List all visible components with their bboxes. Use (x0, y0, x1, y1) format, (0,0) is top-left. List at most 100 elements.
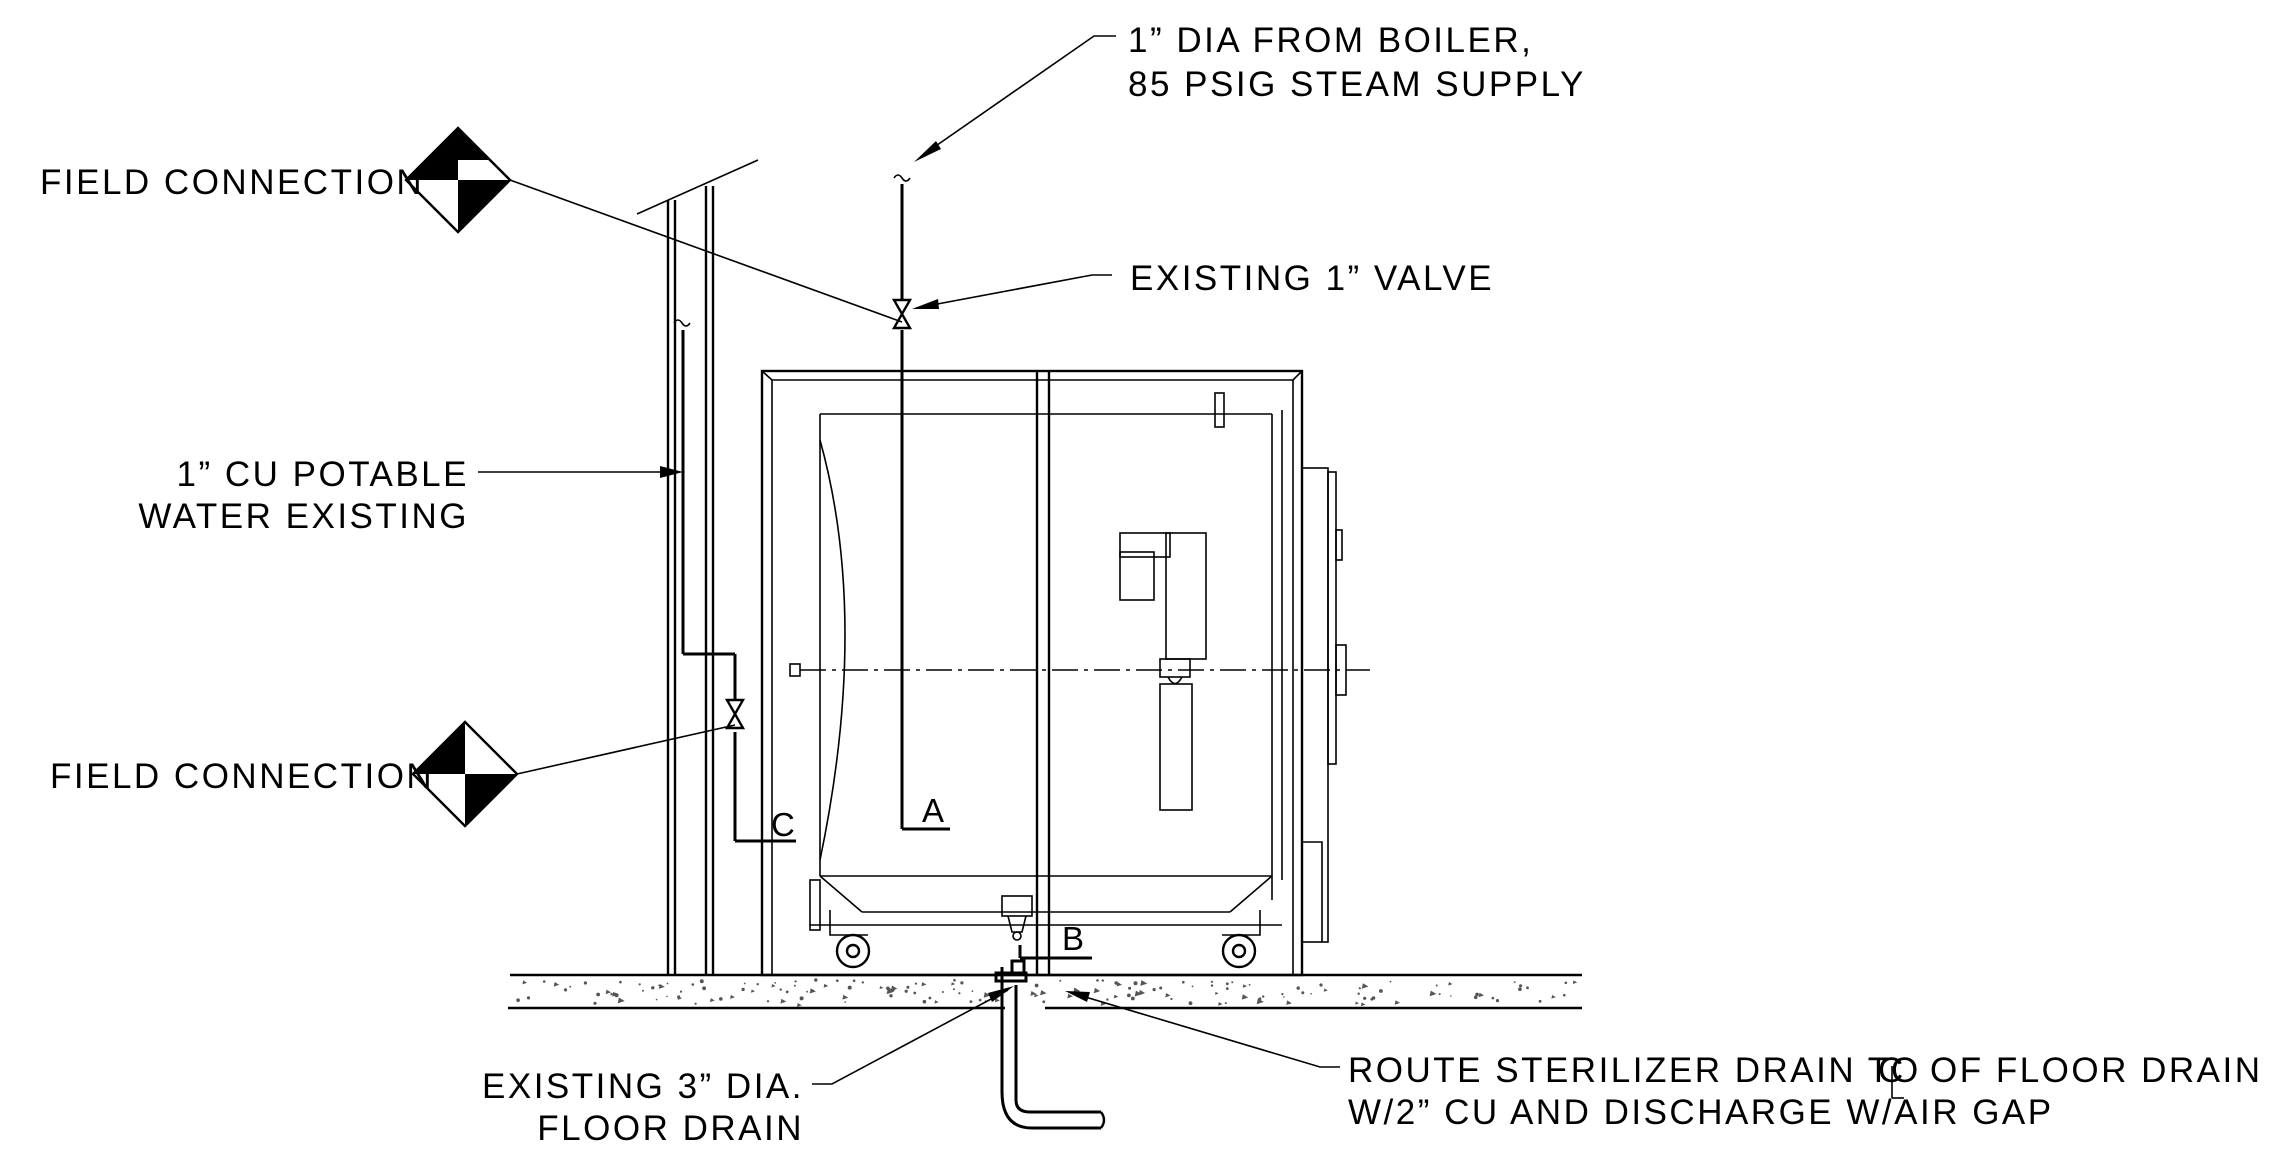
concrete-speckle (913, 991, 917, 995)
concrete-speckle (1526, 986, 1529, 990)
concrete-speckle (569, 985, 572, 988)
concrete-speckle (1042, 1000, 1046, 1004)
concrete-speckle (1310, 992, 1312, 995)
concrete-speckle (953, 978, 956, 982)
floor-slab (508, 973, 1582, 1010)
concrete-speckle (922, 999, 927, 1004)
concrete-speckle (1224, 1002, 1227, 1005)
concrete-speckle (1210, 980, 1213, 983)
concrete-speckle (691, 983, 695, 986)
concrete-speckle (1478, 992, 1484, 998)
concrete-speckle (730, 994, 735, 999)
existing-valve-label: EXISTING 1” VALVE (1130, 259, 1494, 298)
concrete-speckle (844, 1001, 846, 1003)
concrete-speckle (677, 996, 682, 1000)
concrete-speckle (1225, 987, 1229, 990)
concrete-speckle (861, 981, 864, 984)
concrete-speckle (891, 987, 895, 992)
concrete-speckle (1360, 1002, 1366, 1007)
concrete-speckle (1450, 995, 1452, 997)
concrete-speckle (1323, 988, 1328, 992)
concrete-speckle (1564, 981, 1568, 985)
concrete-speckle (666, 982, 669, 985)
connection-c-tag: C (771, 806, 795, 843)
concrete-speckle (666, 995, 668, 998)
concrete-speckle (1248, 983, 1251, 986)
concrete-speckle (889, 994, 893, 998)
concrete-speckle (522, 980, 528, 985)
concrete-speckle (1256, 998, 1264, 1005)
concrete-speckle (1218, 1002, 1223, 1006)
concrete-speckle (928, 996, 932, 1000)
concrete-speckle (914, 982, 918, 985)
gate-valve-icon (891, 298, 913, 330)
concrete-speckle (1165, 992, 1171, 998)
gate-valve-icon (724, 698, 746, 730)
concrete-speckle (702, 986, 706, 991)
concrete-speckle (799, 996, 804, 1001)
concrete-speckle (774, 982, 776, 984)
concrete-speckle (1225, 982, 1229, 986)
concrete-speckle (785, 990, 789, 994)
concrete-speckle (1106, 998, 1109, 1001)
concrete-speckle (1188, 1001, 1193, 1006)
steam-supply-pipe (893, 174, 950, 831)
concrete-speckle (814, 978, 818, 982)
concrete-speckle (1182, 980, 1185, 984)
concrete-speckle (1296, 986, 1300, 990)
concrete-speckle (1357, 992, 1360, 995)
steam-supply-label-line1: 1” DIA FROM BOILER, (1128, 21, 1533, 60)
concrete-speckle (766, 1000, 770, 1003)
concrete-speckle (921, 982, 927, 987)
connection-b-tag: B (1062, 920, 1084, 957)
concrete-speckle (638, 983, 641, 986)
concrete-speckle (847, 985, 852, 990)
concrete-speckle (969, 1000, 973, 1003)
concrete-speckle (1152, 988, 1156, 992)
field-connection-top-label: FIELD CONNECTION (40, 163, 424, 202)
concrete-speckle (1435, 984, 1438, 987)
route-drain-label-line1: ROUTE STERILIZER DRAIN TO (1348, 1051, 1921, 1090)
concrete-speckle (563, 988, 568, 992)
concrete-speckle (642, 989, 644, 992)
concrete-speckle (1281, 993, 1284, 996)
concrete-speckle (1134, 990, 1142, 997)
concrete-speckle (1127, 993, 1131, 998)
concrete-speckle (1034, 983, 1039, 988)
concrete-speckle (794, 980, 797, 983)
concrete-speckle (904, 989, 908, 993)
concrete-speckle (583, 981, 588, 985)
concrete-speckle (1242, 984, 1247, 988)
floor-drain-label-line2: FLOOR DRAIN (537, 1109, 804, 1148)
concrete-speckle (958, 992, 961, 995)
concrete-speckle (1133, 981, 1138, 986)
concrete-speckle (610, 992, 614, 996)
concrete-speckle (960, 981, 964, 985)
concrete-speckle (809, 988, 816, 994)
caster-right (1221, 910, 1261, 969)
concrete-speckle (1262, 995, 1265, 998)
drain-pipe (994, 945, 1106, 1130)
steam-supply-label-line2: 85 PSIG STEAM SUPPLY (1128, 65, 1586, 104)
concrete-speckle (1519, 984, 1523, 988)
concrete-speckle (679, 990, 683, 993)
leader-lines (478, 35, 1340, 1085)
concrete-speckle (793, 984, 796, 987)
concrete-speckle (1231, 981, 1234, 984)
concrete-speckle (694, 1002, 697, 1005)
concrete-speckle (978, 998, 982, 1002)
water-supply-pipe (673, 319, 796, 843)
floor-drain-label-line1: EXISTING 3” DIA. (482, 1067, 804, 1106)
concrete-speckle (1128, 986, 1132, 990)
concrete-speckle (699, 979, 704, 984)
concrete-speckle (1283, 996, 1285, 998)
concrete-speckle (780, 998, 787, 1004)
concrete-speckle (743, 982, 746, 985)
concrete-speckle (1034, 993, 1039, 998)
concrete-speckle (1491, 996, 1495, 1000)
concrete-speckle (852, 979, 856, 982)
concrete-speckle (1473, 995, 1478, 1000)
concrete-speckle (1214, 991, 1219, 995)
concrete-speckle (1210, 984, 1214, 987)
concrete-speckle (1363, 996, 1367, 1000)
